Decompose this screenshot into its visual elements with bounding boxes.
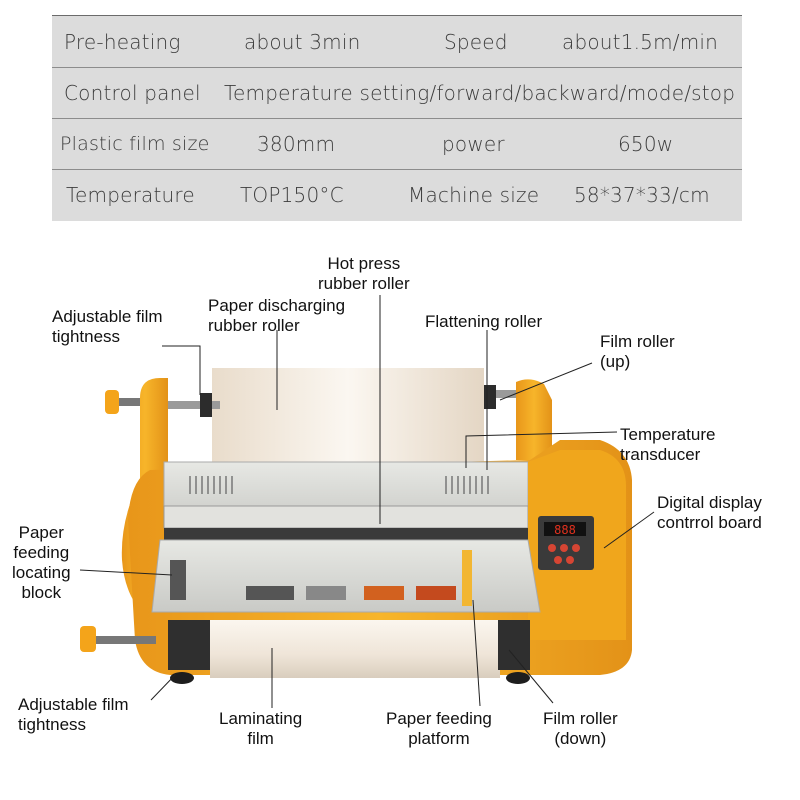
spec-row-preheating: Pre-heating about 3min Speed about1.5m/m… bbox=[52, 17, 742, 68]
film-roller-up bbox=[150, 368, 524, 464]
spec-label: Pre-heating bbox=[64, 30, 181, 54]
knob-top-icon bbox=[105, 390, 152, 414]
spec-value: 380mm bbox=[257, 132, 336, 156]
spec-table: Pre-heating about 3min Speed about1.5m/m… bbox=[52, 15, 742, 221]
label-film-roller-up: Film roller(up) bbox=[600, 332, 675, 371]
spec-label: power bbox=[442, 132, 505, 156]
spec-label: Plastic film size bbox=[60, 133, 210, 155]
spec-row-film-size: Plastic film size 380mm power 650w bbox=[52, 119, 742, 170]
label-flattening-roller: Flattening roller bbox=[425, 312, 543, 331]
spec-row-control-panel: Control panel Temperature setting/forwar… bbox=[52, 68, 742, 119]
spec-label: Temperature bbox=[66, 183, 195, 207]
spec-value: 650w bbox=[618, 132, 674, 156]
spec-value: Temperature setting/forward/backward/mod… bbox=[224, 81, 736, 105]
control-labels-strip bbox=[246, 586, 456, 600]
spec-value: 58*37*33/cm bbox=[574, 183, 710, 207]
spec-value: about1.5m/min bbox=[562, 30, 719, 54]
laminator-diagram: 888 bbox=[0, 225, 800, 800]
digital-display-board: 888 bbox=[538, 516, 594, 570]
label-film-roller-down: Film roller(down) bbox=[543, 709, 618, 748]
spec-label: Machine size bbox=[408, 183, 540, 207]
knob-bottom-icon bbox=[80, 626, 156, 652]
leader-lines bbox=[79, 295, 655, 708]
display-readout: 888 bbox=[554, 523, 576, 537]
laminator-illustration: 888 bbox=[79, 295, 655, 708]
spec-label: Control panel bbox=[64, 81, 201, 105]
spec-row-temperature: Temperature TOP150°C Machine size 58*37*… bbox=[52, 170, 742, 220]
vent-right-icon bbox=[445, 476, 489, 494]
spec-value: about 3min bbox=[244, 30, 361, 54]
vent-left-icon bbox=[189, 476, 233, 494]
spec-value: TOP150°C bbox=[240, 183, 344, 207]
spec-label: Speed bbox=[444, 30, 508, 54]
